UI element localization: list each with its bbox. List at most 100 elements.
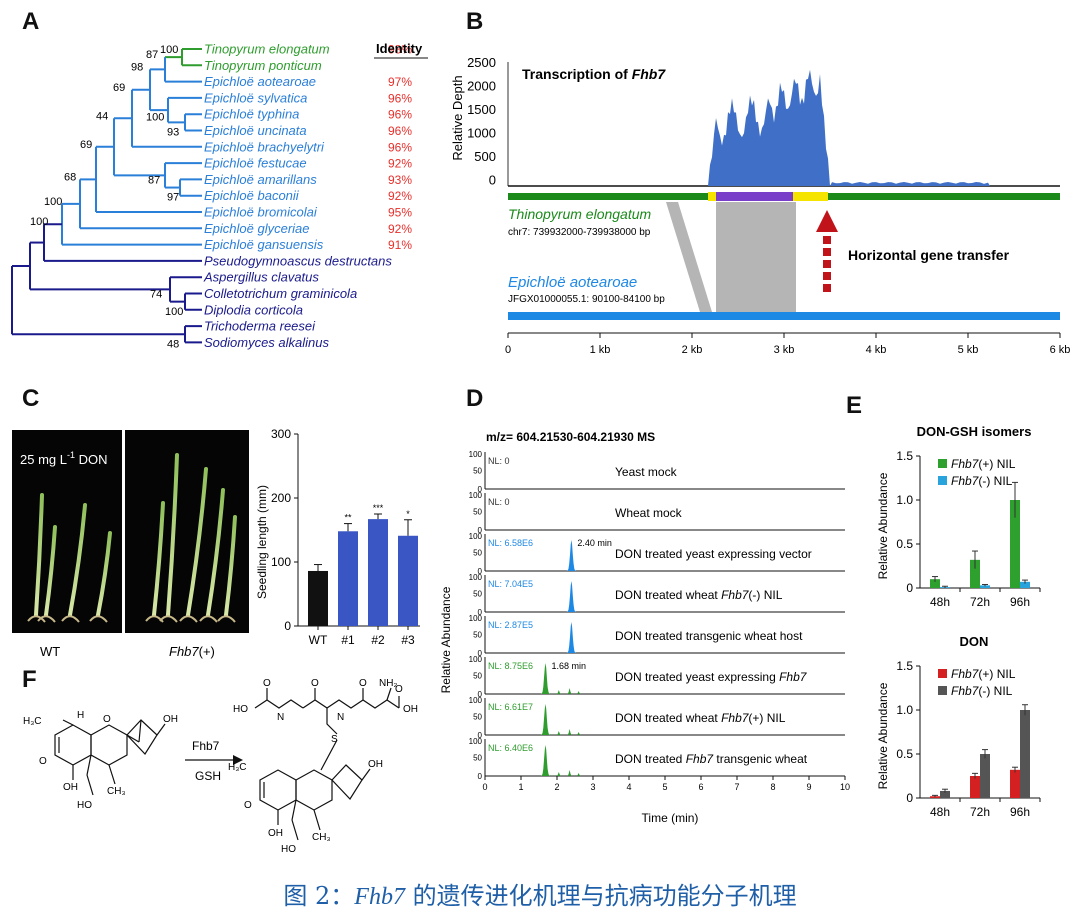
e-ytick: 0.5 [896,747,913,761]
time-tick: 9 [806,782,811,792]
abundance-bar [970,776,980,798]
time-tick: 3 [590,782,595,792]
abundance-tick: 0 [478,731,483,740]
transcription-title: Transcription of Fhb7 [522,66,666,82]
abundance-tick: 50 [473,508,482,517]
abundance-tick: 0 [478,567,483,576]
don-h3c: H₃C [23,716,42,727]
panel-b-letter: B [466,8,484,35]
gsh-o-3: O [359,678,367,689]
te-coordinates: chr7: 739932000-739938000 bp [508,227,651,238]
time-tick: 4 [626,782,631,792]
taxon-label: Epichloë baconii [204,188,300,203]
e-chart-title: DON [960,634,989,649]
ea-genome-bar [508,312,1060,320]
taxon-label: Pseudogymnoascus destructans [204,253,392,268]
alignment-left [666,202,712,312]
bootstrap-value: 69 [80,139,92,151]
kb-tick: 1 kb [590,344,611,356]
identity-value: 95% [388,206,412,220]
taxon-label: Tinopyrum ponticum [204,58,322,73]
figure-caption: 图 2：Fhb7 的遗传进化机理与抗病功能分子机理 [0,876,1080,911]
e-ytick: 1.5 [896,659,913,673]
time-category: 72h [970,805,990,819]
trace-label: Yeast mock [615,465,678,479]
abundance-tick: 0 [478,772,483,781]
te-species-label: Thinopyrum elongatum [508,206,652,222]
time-tick: 2 [554,782,559,792]
trace-label: DON treated Fhb7 transgenic wheat [615,752,808,766]
time-category: 48h [930,805,950,819]
taxon-label: Trichoderma reesei [204,319,316,334]
bootstrap-value: 93 [167,127,179,139]
abundance-tick: 100 [469,614,483,623]
bootstrap-value: 87 [146,49,158,61]
alignment-block [716,202,796,312]
abundance-tick: 50 [473,631,482,640]
prod-oh-2: OH [368,759,383,770]
abundance-tick: 50 [473,467,482,476]
time-category: 96h [1010,805,1030,819]
legend-swatch [938,686,947,695]
time-tick: 8 [770,782,775,792]
abundance-bar [1010,500,1020,588]
abundance-tick: 100 [469,655,483,664]
bootstrap-value: 44 [96,110,108,122]
taxon-label: Epichloë glyceriae [204,221,310,236]
trace-label: DON treated yeast expressing vector [615,547,812,561]
time-category: 72h [970,595,990,609]
identity-value: 92% [388,157,412,171]
identity-value: 96% [388,108,412,122]
taxon-label: Epichloë sylvatica [204,90,307,105]
seedling-category: WT [309,633,328,647]
seedling-ytick: 100 [271,555,291,569]
e-ytick: 0 [906,791,913,805]
don-oh-1: OH [63,782,78,793]
taxon-label: Aspergillus clavatus [203,270,319,285]
kb-tick: 4 kb [866,344,887,356]
taxon-label: Tinopyrum elongatum [204,42,330,57]
hgt-arrow-head [816,210,838,232]
seedling-length-ylabel: Seedling length (mm) [255,485,269,599]
chromatogram-peak [540,745,581,776]
abundance-tick: 100 [469,737,483,746]
taxon-label: Epichloë gansuensis [204,237,324,252]
chromatogram-peak [540,704,581,735]
don-h: H [77,710,84,721]
depth-tick: 2000 [467,79,496,94]
taxon-label: Epichloë aotearoae [204,74,316,89]
abundance-bar [970,559,980,588]
legend-label: Fhb7(+) NIL [951,667,1016,681]
d-ylabel: Relative Abundance [439,586,453,693]
identity-value: 92% [388,222,412,236]
bootstrap-value: 100 [44,196,62,208]
seedling-category: #3 [401,633,415,647]
seedling-bar [398,535,418,626]
panel-c-letter: C [22,385,40,412]
e-ylabel: Relative Abundance [876,682,890,789]
taxon-label: Epichloë festucae [204,156,307,171]
seedling-ytick: 300 [271,427,291,441]
legend-label: Fhb7(-) NIL [951,684,1013,698]
abundance-tick: 50 [473,590,482,599]
taxon-label: Epichloë uncinata [204,123,307,138]
abundance-bar [930,579,940,588]
nl-value: NL: 2.87E5 [488,620,533,630]
coverage-area [708,69,990,186]
kb-tick: 2 kb [682,344,703,356]
seedling-bar [338,531,358,626]
trace-label: DON treated yeast expressing Fhb7 [615,670,808,684]
e-chart-title: DON-GSH isomers [917,424,1032,439]
abundance-bar [940,790,950,798]
mz-header: m/z= 604.21530-604.21930 MS [486,430,655,444]
don-o-ring: O [103,714,111,725]
identity-value: 96% [388,124,412,138]
identity-value: 98% [388,43,412,57]
gsh-o-1: O [263,678,271,689]
time-tick: 10 [840,782,850,792]
e-ylabel: Relative Abundance [876,472,890,579]
